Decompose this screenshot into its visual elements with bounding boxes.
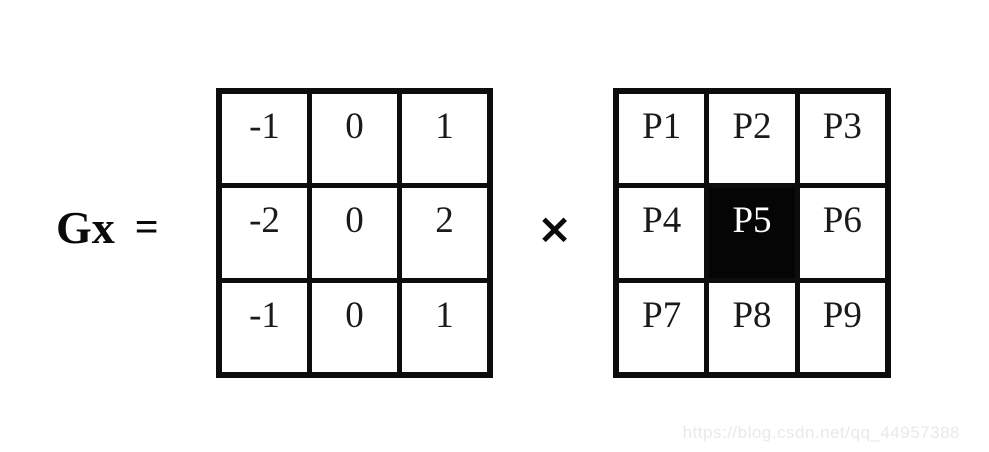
watermark-url: https://blog.csdn.net/qq_44957388 — [682, 423, 960, 442]
equals-sign: = — [134, 205, 159, 251]
multiply-sign: × — [537, 204, 573, 253]
pixel-cell: P8 — [709, 282, 795, 372]
pixel-cell: P4 — [619, 188, 705, 278]
pixel-grid: P1 P2 P3 P4 P5 P6 P7 P8 P9 — [613, 88, 891, 378]
kernel-cell: 1 — [402, 282, 487, 372]
kernel-cell: 2 — [402, 188, 487, 278]
kernel-grid: -1 0 1 -2 0 2 -1 0 1 — [216, 88, 493, 378]
pixel-cell: P1 — [619, 94, 705, 184]
pixel-cell-highlighted: P5 — [709, 188, 795, 278]
pixel-cell: P9 — [799, 282, 885, 372]
pixel-cell: P7 — [619, 282, 705, 372]
kernel-cell: 0 — [312, 282, 397, 372]
kernel-cell: 0 — [312, 94, 397, 184]
kernel-cell: 0 — [312, 188, 397, 278]
gx-label: Gx — [56, 202, 115, 253]
pixel-cell: P6 — [799, 188, 885, 278]
kernel-cell: -2 — [222, 188, 307, 278]
formula-left: Gx = — [56, 205, 159, 251]
pixel-cell: P2 — [709, 94, 795, 184]
pixel-cell: P3 — [799, 94, 885, 184]
kernel-cell: 1 — [402, 94, 487, 184]
kernel-cell: -1 — [222, 94, 307, 184]
kernel-cell: -1 — [222, 282, 307, 372]
